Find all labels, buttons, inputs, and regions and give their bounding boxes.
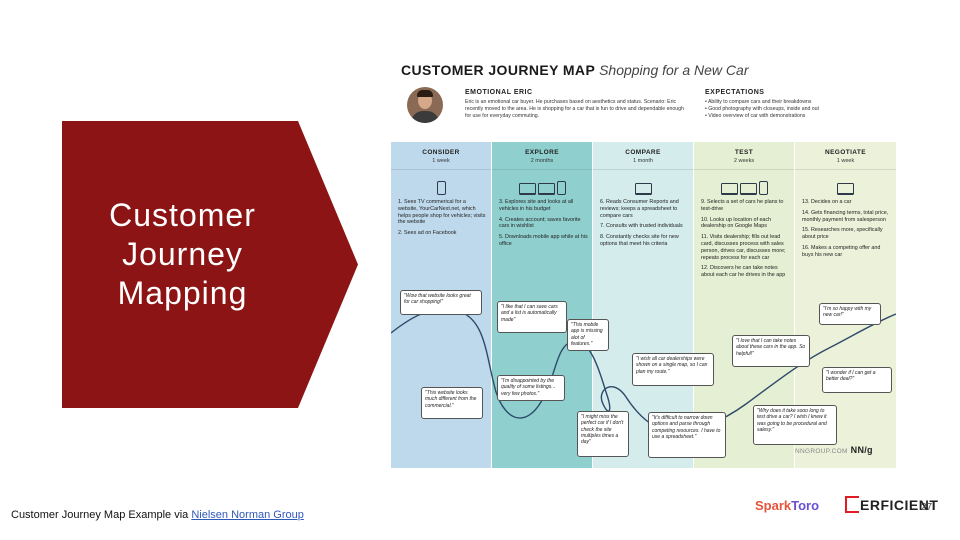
- device-icons: [694, 177, 794, 195]
- thought-bubble: "I'm disappointed by the quality of some…: [497, 375, 565, 401]
- journey-map-image: CUSTOMER JOURNEY MAP Shopping for a New …: [391, 57, 896, 470]
- thought-bubble: "It's difficult to narrow down options a…: [648, 412, 726, 458]
- expectation-item: • Ability to compare cars and their brea…: [705, 99, 812, 105]
- thought-bubble: "This website looks much different from …: [421, 387, 483, 419]
- map-title-main: CUSTOMER JOURNEY MAP: [401, 62, 596, 78]
- stage-duration: 1 week: [836, 158, 855, 164]
- step-item: 4. Creates account; saves favorite cars …: [499, 216, 581, 230]
- step-item: 10. Looks up location of each dealership…: [701, 216, 772, 230]
- laptop-icon: [837, 183, 854, 195]
- image-caption: Customer Journey Map Example via Nielsen…: [11, 509, 304, 521]
- stage-header: NEGOTIATE 1 week: [795, 142, 896, 170]
- expectations-list: • Ability to compare cars and their brea…: [705, 99, 895, 120]
- device-icons: [795, 177, 896, 195]
- phone-icon: [436, 181, 446, 195]
- step-item: 16. Makes a competing offer and buys his…: [802, 244, 881, 258]
- stage-duration: 2 weeks: [733, 158, 755, 164]
- slide-title: Customer Journey Mapping: [109, 197, 256, 311]
- stage-header: CONSIDER 1 week: [391, 142, 491, 170]
- step-item: 3. Explores site and looks at all vehicl…: [499, 199, 574, 212]
- step-item: 5. Downloads mobile app while at his off…: [499, 234, 588, 247]
- nielsen-norman-link[interactable]: Nielsen Norman Group: [191, 509, 304, 521]
- step-item: 15. Researches more, specifically about …: [802, 227, 883, 241]
- step-item: 13. Decides on a car: [802, 199, 852, 205]
- laptop-icon: [634, 183, 652, 195]
- thought-bubble: "Wow that website looks great for car sh…: [400, 290, 482, 315]
- device-icons: [492, 177, 592, 195]
- thought-bubble: "I like that I can save cars and a list …: [497, 301, 567, 333]
- persona-avatar: [407, 87, 443, 123]
- expectation-item: • Video overview of car with demonstrati…: [705, 113, 806, 119]
- stage-name: CONSIDER: [422, 149, 460, 156]
- map-title-scenario: Shopping for a New Car: [599, 62, 749, 78]
- page-number: 27: [921, 502, 933, 513]
- step-item: 2. Sees ad on Facebook: [398, 230, 457, 237]
- thought-bubble: "Why does it take sooo long to test driv…: [753, 405, 837, 445]
- expectation-item: • Good photography with closeups, inside…: [705, 106, 819, 112]
- step-item: 11. Visits dealership; fills out lead ca…: [701, 234, 786, 261]
- stage-steps: 6. Reads Consumer Reports and reviews; k…: [600, 199, 689, 252]
- step-item: 1. Sees TV commerical for a website, You…: [398, 199, 486, 226]
- device-icons: [593, 177, 693, 195]
- stage-duration: 1 month: [633, 158, 653, 164]
- phone-icon: [758, 181, 768, 195]
- perficient-mark-icon: [845, 496, 859, 514]
- laptop-icon: [739, 183, 757, 195]
- stage-steps: 13. Decides on a car 14. Gets financing t…: [802, 199, 892, 263]
- stage-header: COMPARE 1 month: [593, 142, 693, 170]
- laptop-icon: [537, 183, 555, 195]
- thought-bubble: "I'm so happy with my new car!": [819, 303, 881, 325]
- step-item: 12. Discovers he can take notes about ea…: [701, 265, 786, 279]
- emotion-curve: [391, 308, 896, 433]
- stage-name: TEST: [734, 149, 754, 156]
- stage-name: EXPLORE: [525, 149, 559, 156]
- persona-description: Eric is an emotional car buyer. He purch…: [465, 99, 684, 119]
- stage-steps: 9. Selects a set of cars he plans to tes…: [701, 199, 790, 283]
- thought-bubble: "I love that I can take notes about thes…: [732, 335, 810, 367]
- stage-name: NEGOTIATE: [824, 149, 867, 156]
- phone-icon: [556, 181, 566, 195]
- thought-bubble: "This mobile app is missing alot of feat…: [567, 319, 609, 351]
- laptop-icon: [720, 183, 738, 195]
- step-item: 14. Gets financing terms, total price, m…: [802, 209, 889, 223]
- thought-bubble: "I wish all car dealerships were shown o…: [632, 353, 714, 386]
- thought-bubble: "I wonder if I can get a better deal?": [822, 367, 892, 393]
- step-item: 9. Selects a set of cars he plans to tes…: [701, 199, 784, 212]
- step-item: 6. Reads Consumer Reports and reviews; k…: [600, 199, 679, 219]
- thought-bubble: "I might miss the perfect car if I don't…: [577, 411, 629, 457]
- stage-steps: 1. Sees TV commerical for a website, You…: [398, 199, 487, 241]
- step-item: 7. Consults with trusted individuals: [600, 223, 683, 230]
- expectations-title: EXPECTATIONS: [705, 89, 765, 96]
- device-icons: [391, 177, 491, 195]
- perficient-logo: ERFICIENT: [845, 496, 938, 518]
- stage-name: COMPARE: [625, 149, 661, 156]
- persona-name: EMOTIONAL ERIC: [465, 89, 533, 96]
- step-item: 8. Constantly checks site for new option…: [600, 234, 679, 247]
- title-arrow-shape: [62, 121, 358, 408]
- stage-header: TEST 2 weeks: [694, 142, 794, 170]
- stage-duration: 1 week: [432, 158, 450, 164]
- laptop-icon: [518, 183, 536, 195]
- stage-steps: 3. Explores site and looks at all vehicl…: [499, 199, 588, 252]
- map-title: CUSTOMER JOURNEY MAP Shopping for a New …: [401, 62, 749, 78]
- sparktoro-logo: SparkToro: [755, 498, 820, 513]
- stage-duration: 2 months: [530, 158, 554, 164]
- stage-header: EXPLORE 2 months: [492, 142, 592, 170]
